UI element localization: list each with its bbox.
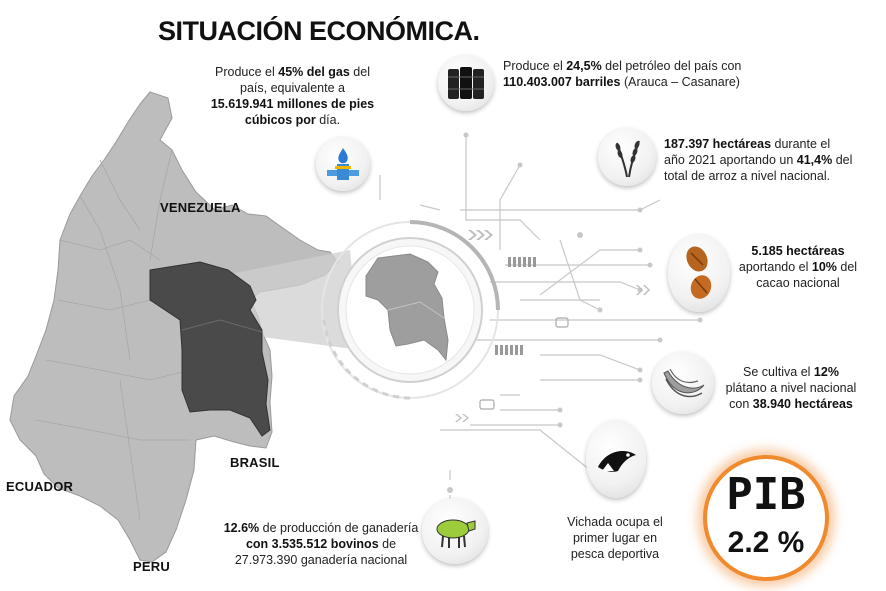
gas-text: Produce el 45% del gas del país, equival… bbox=[210, 65, 375, 127]
banana-icon bbox=[663, 368, 705, 398]
pib-label: PIB bbox=[726, 469, 806, 520]
pib-badge: PIB 2.2 % bbox=[703, 455, 829, 581]
cacao-icon bbox=[686, 246, 712, 299]
rice-text: 187.397 hectáreas durante el año 2021 ap… bbox=[664, 137, 853, 183]
gas-icon-circle bbox=[316, 137, 370, 191]
oil-text: Produce el 24,5% del petróleo del país c… bbox=[503, 59, 742, 89]
cow-icon-circle bbox=[422, 498, 488, 564]
zoomed-region-shape bbox=[365, 253, 449, 362]
label-venezuela: VENEZUELA bbox=[160, 200, 241, 215]
fishing-text: Vichada ocupa el primer lugar en pesca d… bbox=[567, 515, 663, 561]
rice-plant-icon bbox=[615, 140, 640, 178]
pib-value: 2.2 % bbox=[727, 526, 805, 559]
page-title: SITUACIÓN ECONÓMICA. bbox=[158, 16, 480, 46]
zoom-circle bbox=[321, 220, 500, 400]
fish-icon-circle bbox=[586, 420, 646, 498]
label-brasil: BRASIL bbox=[230, 455, 280, 470]
cacao-text: 5.185 hectáreas aportando el 10% del cac… bbox=[738, 244, 858, 290]
gas-pipe-icon bbox=[327, 148, 359, 180]
fish-icon bbox=[598, 451, 636, 472]
colombia-country-shape bbox=[9, 91, 339, 563]
cacao-icon-circle bbox=[668, 234, 730, 312]
banana-text: Se cultiva el 12% plátano a nivel nacion… bbox=[725, 365, 857, 411]
oil-barrels-icon bbox=[448, 67, 484, 99]
highlighted-region bbox=[149, 261, 271, 437]
cow-icon bbox=[436, 519, 476, 548]
oil-icon-circle bbox=[438, 55, 494, 111]
banana-icon-circle bbox=[652, 352, 714, 414]
label-peru: PERU bbox=[133, 559, 170, 574]
cattle-text: 12.6% de producción de ganadería con 3.5… bbox=[223, 521, 419, 567]
label-ecuador: ECUADOR bbox=[6, 479, 74, 494]
rice-icon-circle bbox=[598, 128, 656, 186]
